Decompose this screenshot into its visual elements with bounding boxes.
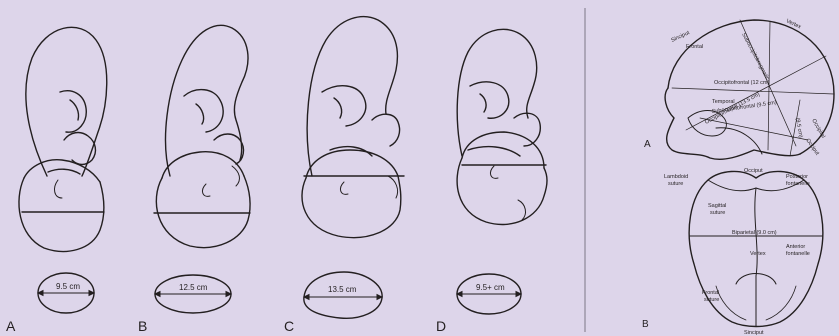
label-frontal-1: Frontal	[702, 290, 719, 296]
label-posterior-1: Posterior	[786, 174, 808, 180]
label-anterior-2: fontanelle	[786, 251, 810, 257]
measurement-arrows	[38, 291, 521, 300]
fetus-figure-d	[457, 29, 547, 224]
label-temporal: Temporal	[712, 99, 735, 105]
fetus-figure-b	[156, 25, 250, 247]
label-sinciput-bottom: Sinciput	[744, 330, 764, 336]
label-posterior-2: fontanelle	[786, 181, 810, 187]
label-occiput-bottom: Occiput	[744, 168, 763, 174]
figure-letter-a: A	[6, 318, 16, 334]
figure-letter-b: B	[138, 318, 147, 334]
label-vertex-bottom: Vertex	[750, 251, 766, 257]
label-lambdoid-1: Lambdoid	[664, 174, 688, 180]
measurement-b: 12.5 cm	[179, 283, 208, 292]
label-lambdoid-2: suture	[668, 181, 683, 187]
cross-section-c	[304, 272, 382, 318]
panel-letter-right-a: A	[644, 139, 651, 150]
label-frontal-2: suture	[704, 297, 719, 303]
label-occipitofrontal: Occipitofrontal (12 cm)	[714, 80, 769, 86]
label-occipital: Occipital	[810, 118, 826, 139]
panel-letter-right-b: B	[642, 319, 649, 330]
label-suboccipitobregmatic: Suboccipitobregmatic	[740, 32, 770, 81]
label-sinciput-top: Sinciput	[670, 30, 691, 44]
figure-letter-c: C	[284, 318, 294, 334]
measurement-d: 9.5+ cm	[476, 283, 505, 292]
label-anterior-1: Anterior	[786, 244, 805, 250]
figure-letter-d: D	[436, 318, 446, 334]
label-frontal: Frontal	[686, 44, 703, 50]
measurement-a: 9.5 cm	[56, 282, 80, 291]
fetus-figure-a	[19, 27, 107, 251]
label-biparietal: Biparietal (9.0 cm)	[732, 230, 777, 236]
fetus-figure-c	[302, 17, 401, 238]
label-dim-95: (9.5 cm)	[794, 117, 803, 138]
label-sagittal-1: Sagittal	[708, 203, 726, 209]
label-sagittal-2: suture	[710, 210, 725, 216]
measurement-c: 13.5 cm	[328, 285, 357, 294]
